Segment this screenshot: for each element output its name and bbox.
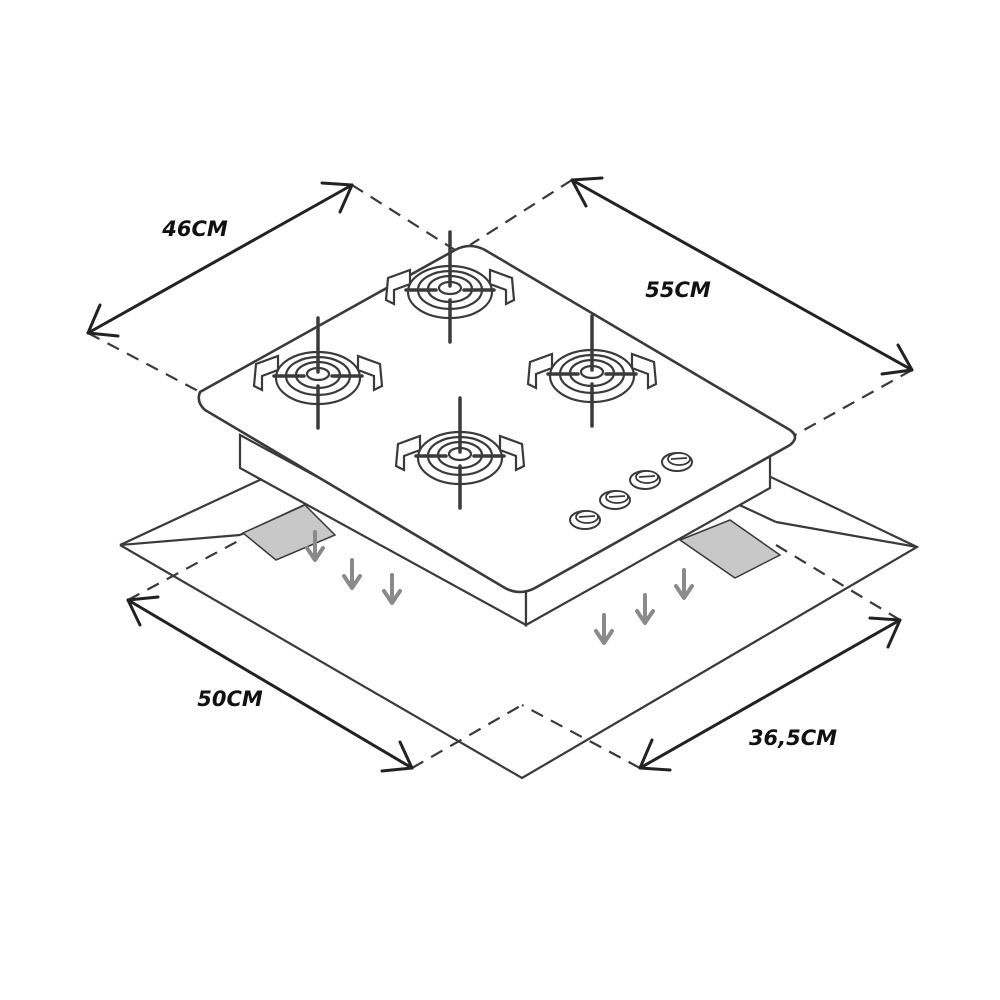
down-arrow-icon xyxy=(382,573,402,605)
cutout-shaded-left xyxy=(241,504,337,561)
burner-left xyxy=(252,316,384,430)
dimension-arrow-cutout-width xyxy=(126,595,414,773)
dimension-label-cutout-width: 50CM xyxy=(197,687,263,711)
control-knob-icon xyxy=(569,510,601,530)
dimension-arrow-cutout-depth xyxy=(638,616,902,772)
control-knob-icon xyxy=(629,470,661,490)
dimension-arrow-depth xyxy=(86,181,354,338)
cutout-shaded-right xyxy=(678,519,782,579)
down-arrow-icon xyxy=(674,568,694,600)
dimension-label-cutout-depth: 36,5CM xyxy=(749,726,837,750)
hob-glass-top xyxy=(197,244,797,594)
dimension-label-width: 55CM xyxy=(645,278,711,302)
control-knobs xyxy=(569,452,693,530)
control-knob-icon xyxy=(661,452,693,472)
control-knob-icon xyxy=(599,490,631,510)
burner-right xyxy=(526,314,658,428)
down-arrow-icon xyxy=(305,530,325,562)
dimension-extension-lines xyxy=(87,179,913,769)
down-arrow-icon xyxy=(594,613,614,645)
burner-front xyxy=(394,396,526,510)
dimension-label-depth: 46CM xyxy=(161,217,228,241)
burner-back xyxy=(384,230,516,344)
down-arrow-icon xyxy=(342,558,362,590)
down-arrow-icon xyxy=(635,593,655,625)
airflow-arrows xyxy=(305,530,694,645)
dimension-arrow-width xyxy=(570,176,914,376)
